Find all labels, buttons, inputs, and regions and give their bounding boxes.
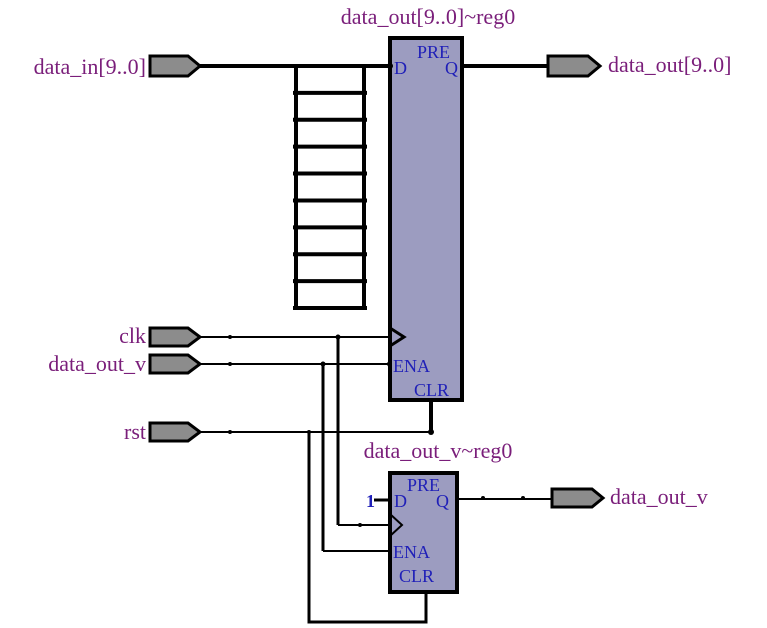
pin-q: Q — [445, 58, 458, 78]
clock-triangle-icon — [389, 326, 407, 348]
port-shape-clk — [148, 326, 203, 348]
clock-triangle-icon — [389, 513, 404, 537]
output-port-data-out[interactable]: data_out[9..0] — [546, 52, 731, 78]
input-port-clk[interactable]: clk — [119, 323, 203, 348]
pin-pre: PRE — [407, 475, 440, 495]
output-port-data-out-v[interactable]: data_out_v — [550, 484, 708, 509]
junction-ena-tap — [228, 362, 232, 366]
input-port-rst[interactable]: rst — [124, 419, 203, 444]
port-shape-data-in — [148, 54, 203, 78]
output-label-data-out: data_out[9..0] — [608, 52, 731, 77]
pin-d: D — [394, 491, 407, 511]
pin-clr: CLR — [414, 380, 449, 400]
input-port-data-out-v[interactable]: data_out_v — [48, 351, 203, 376]
pin-pre: PRE — [417, 42, 450, 62]
register-body-data-out — [388, 36, 464, 402]
pin-q: Q — [436, 491, 449, 511]
pin-d: D — [394, 58, 407, 78]
port-shape-data-out-v-in — [148, 353, 203, 375]
pin-ena: ENA — [393, 356, 430, 376]
input-label-data-out-v: data_out_v — [48, 351, 146, 376]
pin-ena: ENA — [393, 542, 430, 562]
register-name-data-out-v: data_out_v~reg0 — [364, 438, 513, 463]
port-shape-rst — [148, 421, 203, 443]
junction-clk-reg2 — [358, 523, 362, 527]
input-label-data-in: data_in[9..0] — [34, 54, 146, 79]
junction-rst-tap — [228, 430, 232, 434]
output-label-data-out-v: data_out_v — [610, 484, 708, 509]
junction-clk — [335, 334, 341, 340]
data-bus-wires — [200, 64, 548, 310]
register-name-data-out: data_out[9..0]~reg0 — [341, 4, 515, 29]
register-body-data-out-v — [388, 471, 459, 594]
junction-ena — [320, 361, 326, 367]
junction-d — [387, 63, 393, 69]
junction-clr-reg1 — [428, 429, 434, 435]
junction-clk-tap — [228, 335, 232, 339]
register-data-out-v[interactable]: data_out_v~reg0 PRE D Q ENA CLR 1 — [364, 438, 513, 594]
junction-q-tap-2 — [521, 496, 525, 500]
bus-ladder-rungs — [293, 90, 367, 310]
port-shape-data-out — [546, 54, 603, 78]
constant-one: 1 — [366, 491, 375, 511]
control-wires — [200, 334, 552, 624]
wire-rst-loop-to-reg2-clr — [307, 432, 428, 624]
register-data-out[interactable]: data_out[9..0]~reg0 PRE D Q ENA CLR — [341, 4, 515, 402]
port-shape-data-out-v-out — [550, 487, 606, 509]
input-port-data-in[interactable]: data_in[9..0] — [34, 54, 203, 79]
input-label-clk: clk — [119, 323, 146, 348]
input-label-rst: rst — [124, 419, 146, 444]
pin-clr: CLR — [399, 566, 434, 586]
junction-q-tap-1 — [481, 496, 485, 500]
